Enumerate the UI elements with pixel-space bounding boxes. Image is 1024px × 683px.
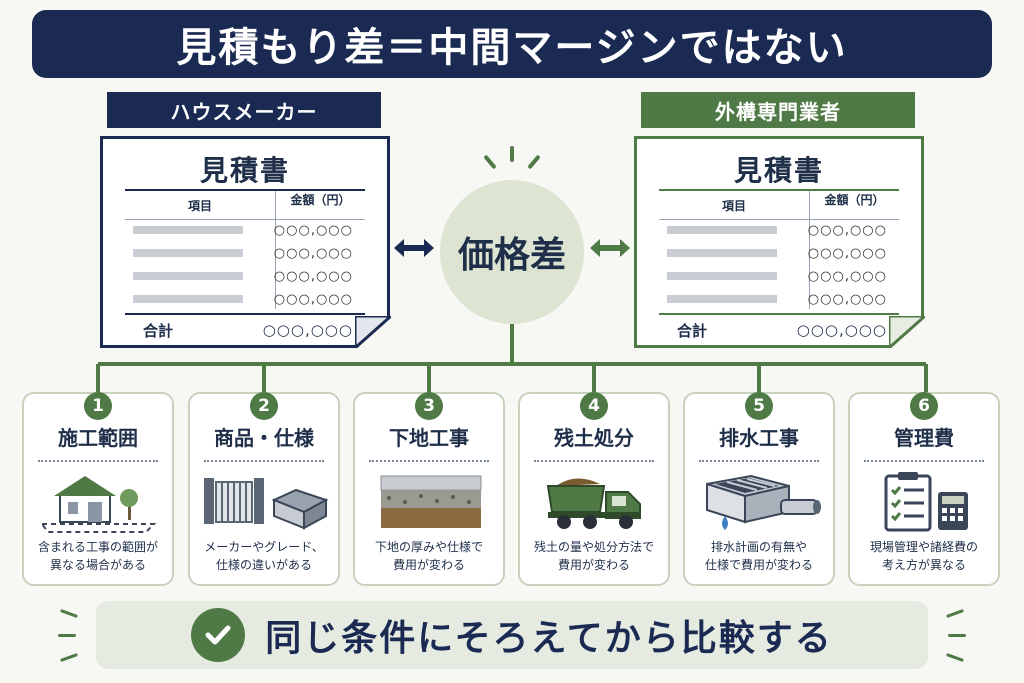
specialist-estimate: 見積書 項目 金額（円） ○○○,○○○ ○○○,○○○ ○○○,○○○ ○○○…: [634, 136, 924, 348]
price-difference-circle: 価格差: [440, 180, 584, 324]
clipboard-calculator-icon: [884, 472, 968, 532]
step-number: 3: [415, 392, 443, 420]
estimate-header: 項目 金額（円）: [125, 189, 365, 220]
card-title: 施工範囲: [58, 426, 138, 450]
estimate-title: 見積書: [733, 154, 824, 187]
gate-and-blocks-icon: [204, 478, 329, 530]
factor-card-groundwork: 3 下地工事 下地の厚みや仕様で費用が変わる: [353, 392, 505, 586]
conclusion-text: 同じ条件にそろえてから比較する: [265, 618, 833, 659]
estimate-row: ○○○,○○○: [659, 242, 899, 264]
drain-icon: [706, 474, 821, 530]
card-description: 現場管理や諸経費の考え方が異なる: [869, 540, 978, 572]
card-title: 商品・仕様: [214, 426, 314, 450]
card-description: 排水計画の有無や仕様で費用が変わる: [704, 540, 813, 572]
accent-dash: [948, 634, 966, 637]
factor-card-management: 6 管理費 現場管理や諸経費の考え方が異なる: [848, 392, 1000, 586]
house-maker-estimate: 見積書 項目 金額（円） ○○○,○○○ ○○○,○○○ ○○○,○○○ ○○○…: [100, 136, 390, 348]
card-title: 管理費: [894, 426, 954, 450]
factor-card-soil-disposal: 4 残土処分 残土の量や処分方法で費用が変わる: [518, 392, 670, 586]
factor-card-product: 2 商品・仕様 メーカーやグレード、仕様の違いがある: [188, 392, 340, 586]
step-number: 5: [745, 392, 773, 420]
factor-card-scope: 1 施工範囲 含まれる工事の範囲が異なる場合がある: [22, 392, 174, 586]
estimate-row: ○○○,○○○: [125, 288, 365, 310]
step-number: 4: [580, 392, 608, 420]
step-number: 2: [250, 392, 278, 420]
amount-column-header: 金額（円）: [809, 191, 899, 219]
card-title: 排水工事: [719, 426, 799, 450]
house-icon: [40, 476, 157, 533]
estimate-row: ○○○,○○○: [125, 265, 365, 287]
page-fold-icon: [889, 316, 925, 348]
conclusion-banner: 同じ条件にそろえてから比較する: [96, 601, 928, 669]
estimate-total: 合計 ○○○,○○○: [125, 313, 365, 345]
page-title: 見積もり差＝中間マージンではない: [32, 10, 992, 78]
item-column-header: 項目: [721, 198, 746, 213]
estimate-row: ○○○,○○○: [125, 242, 365, 264]
check-icon: [191, 608, 246, 662]
card-description: メーカーやグレード、仕様の違いがある: [204, 540, 324, 572]
estimate-row: ○○○,○○○: [659, 288, 899, 310]
house-maker-label: ハウスメーカー: [107, 92, 381, 128]
double-arrow-icon: [394, 239, 434, 257]
step-number: 6: [910, 392, 938, 420]
factor-card-drainage: 5 排水工事 排水計画の有無や仕様で費用が変わる: [683, 392, 835, 586]
card-description: 下地の厚みや仕様で費用が変わる: [374, 540, 483, 572]
estimate-total: 合計 ○○○,○○○: [659, 313, 899, 345]
double-arrow-icon: [590, 239, 630, 257]
estimate-row: ○○○,○○○: [659, 219, 899, 241]
card-description: 含まれる工事の範囲が異なる場合がある: [37, 540, 158, 572]
ground-layers-icon: [380, 475, 482, 528]
exterior-specialist-label: 外構専門業者: [641, 92, 915, 128]
accent-dash: [58, 634, 76, 637]
amount-column-header: 金額（円）: [275, 191, 365, 219]
estimate-row: ○○○,○○○: [125, 219, 365, 241]
card-description: 残土の量や処分方法で費用が変わる: [533, 540, 654, 572]
card-title: 下地工事: [389, 426, 469, 450]
step-number: 1: [84, 392, 112, 420]
spark-icon: [510, 146, 514, 162]
dump-truck-icon: [546, 478, 641, 529]
page-fold-icon: [355, 316, 391, 348]
estimate-header: 項目 金額（円）: [659, 189, 899, 220]
card-title: 残土処分: [554, 426, 634, 450]
estimate-row: ○○○,○○○: [659, 265, 899, 287]
estimate-title: 見積書: [199, 154, 290, 187]
item-column-header: 項目: [187, 198, 212, 213]
